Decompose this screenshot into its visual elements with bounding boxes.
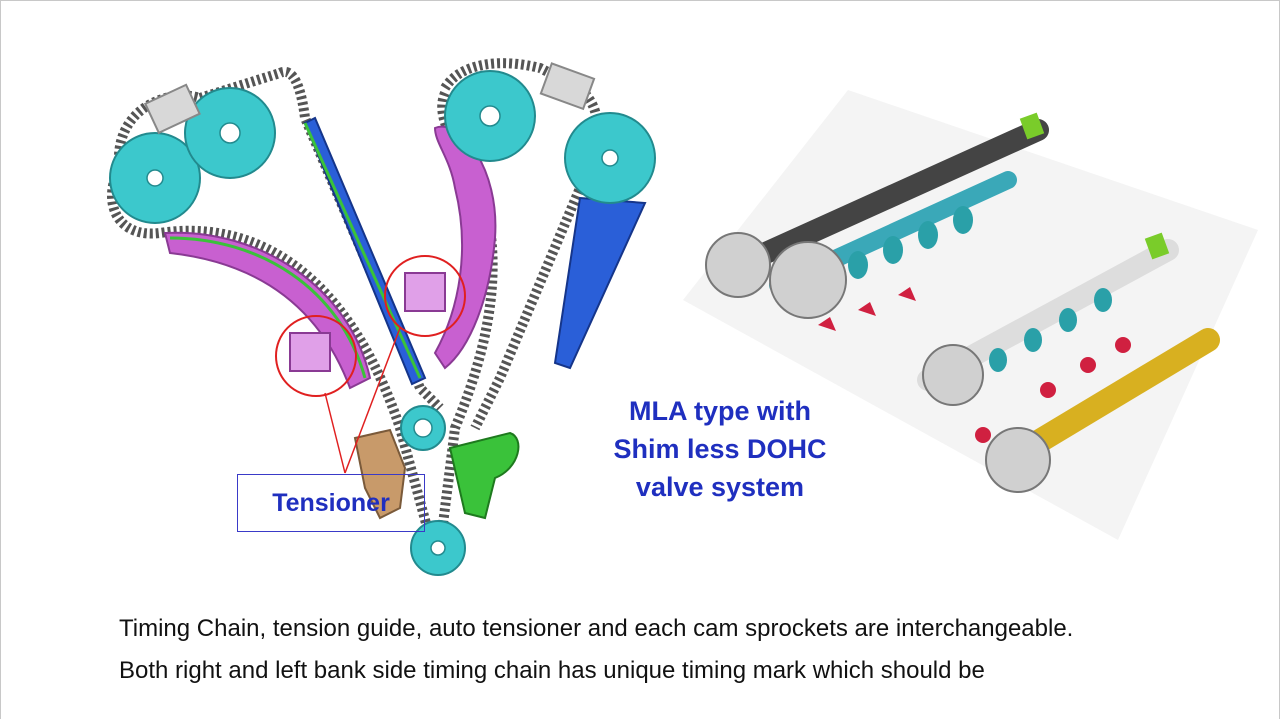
tensioner-label-box: Tensioner [237, 474, 425, 532]
paragraph-interchangeable: Timing Chain, tension guide, auto tensio… [119, 615, 1074, 642]
paragraph-timing-mark: Both right and left bank side timing cha… [119, 657, 985, 684]
mla-caption-line-2: Shim less DOHC [613, 434, 827, 464]
camshaft-assembly-diagram [683, 90, 1258, 540]
mla-caption-line-3: valve system [635, 472, 805, 502]
timing-chain-diagram [107, 58, 656, 576]
tensioner-label: Tensioner [272, 488, 390, 517]
mla-valve-system-caption: MLA type with Shim less DOHC valve syste… [560, 392, 880, 506]
body-text: Timing Chain, tension guide, auto tensio… [119, 613, 1199, 697]
mla-caption-line-1: MLA type with [629, 396, 811, 426]
